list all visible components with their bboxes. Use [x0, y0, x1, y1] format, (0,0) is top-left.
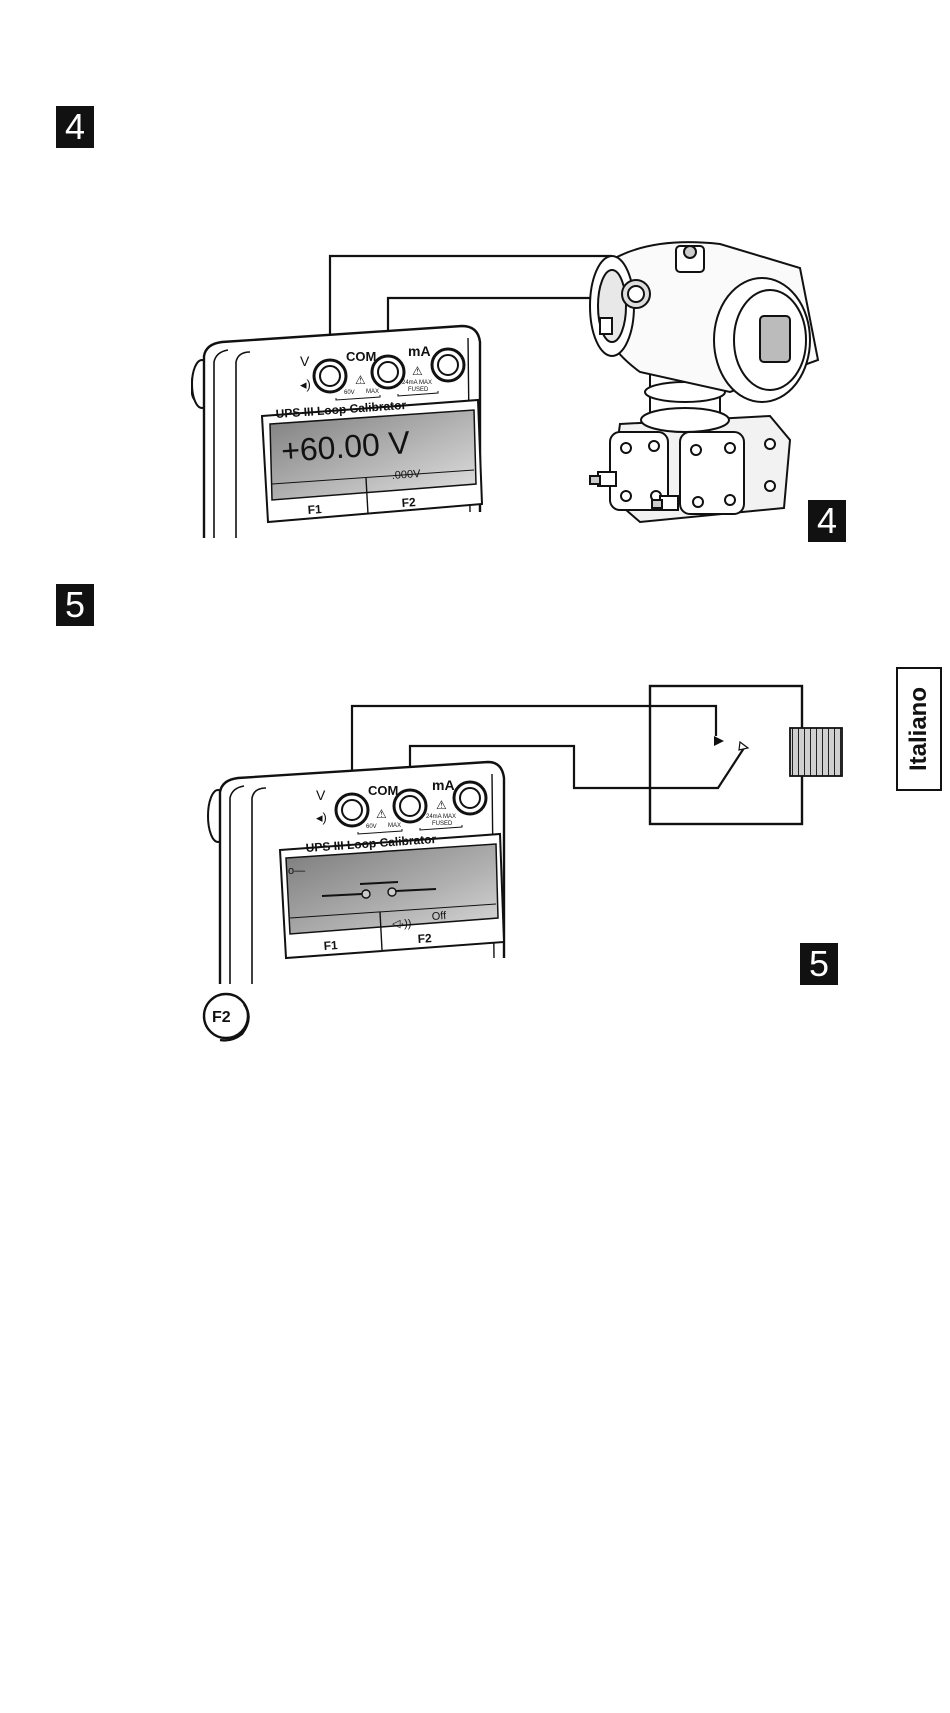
jack-v-bottom[interactable]	[336, 794, 368, 826]
jack-v-label: V	[316, 787, 326, 803]
softkey-f1-label: F1	[323, 938, 338, 953]
calibrator-bottom: V ◂) COM mA ⚠ 60V MAX ⚠ 24mA MAX FUSED U…	[208, 762, 504, 984]
pressure-transmitter	[590, 242, 818, 522]
limit-v-max: MAX	[366, 389, 379, 395]
warning-icon: ⚠	[412, 364, 423, 378]
pressure-fitting-thread	[790, 728, 842, 776]
warning-icon: ⚠	[376, 807, 387, 821]
limit-ma-fused: FUSED	[432, 821, 453, 827]
calibrator-top: V ◂) COM mA ⚠ 60V MAX ⚠ 24mA MAX FUSED U…	[192, 326, 482, 538]
secondary-reading: .000V	[391, 468, 421, 482]
softkey-f2-label: F2	[417, 931, 432, 946]
jack-com-label: COM	[346, 349, 376, 364]
jack-extra-bottom[interactable]	[454, 782, 486, 814]
softkey-f2-label: F2	[401, 495, 416, 510]
beeper-icon: ◁·))	[392, 918, 411, 930]
warning-icon: ⚠	[355, 373, 366, 387]
jack-com-label: COM	[368, 783, 398, 798]
speaker-icon: ◂)	[316, 810, 327, 825]
f2-key-label: F2	[212, 1009, 231, 1026]
jack-ma-label: mA	[432, 777, 455, 793]
limit-v-max: MAX	[388, 823, 401, 829]
limit-v: 60V	[366, 824, 377, 830]
warning-icon: ⚠	[436, 798, 447, 812]
softkey-f1-label: F1	[307, 502, 322, 517]
figure-4: V ◂) COM mA ⚠ 60V MAX ⚠ 24mA MAX FUSED U…	[192, 242, 818, 538]
f2-status: Off	[431, 910, 447, 923]
jack-com-top[interactable]	[372, 356, 404, 388]
jack-v-label: V	[300, 353, 310, 369]
key-icon: o—	[288, 865, 305, 877]
limit-ma: 24mA MAX	[402, 380, 432, 386]
limit-ma: 24mA MAX	[426, 814, 456, 820]
speaker-icon: ◂)	[300, 377, 311, 392]
limit-ma-fused: FUSED	[408, 387, 429, 393]
jack-extra-top[interactable]	[432, 349, 464, 381]
jack-v-top[interactable]	[314, 360, 346, 392]
figure-5: V ◂) COM mA ⚠ 60V MAX ⚠ 24mA MAX FUSED U…	[204, 686, 842, 1040]
jack-com-bottom[interactable]	[394, 790, 426, 822]
f2-key-callout: F2	[204, 994, 249, 1040]
limit-v: 60V	[344, 390, 355, 396]
jack-ma-label: mA	[408, 343, 431, 359]
